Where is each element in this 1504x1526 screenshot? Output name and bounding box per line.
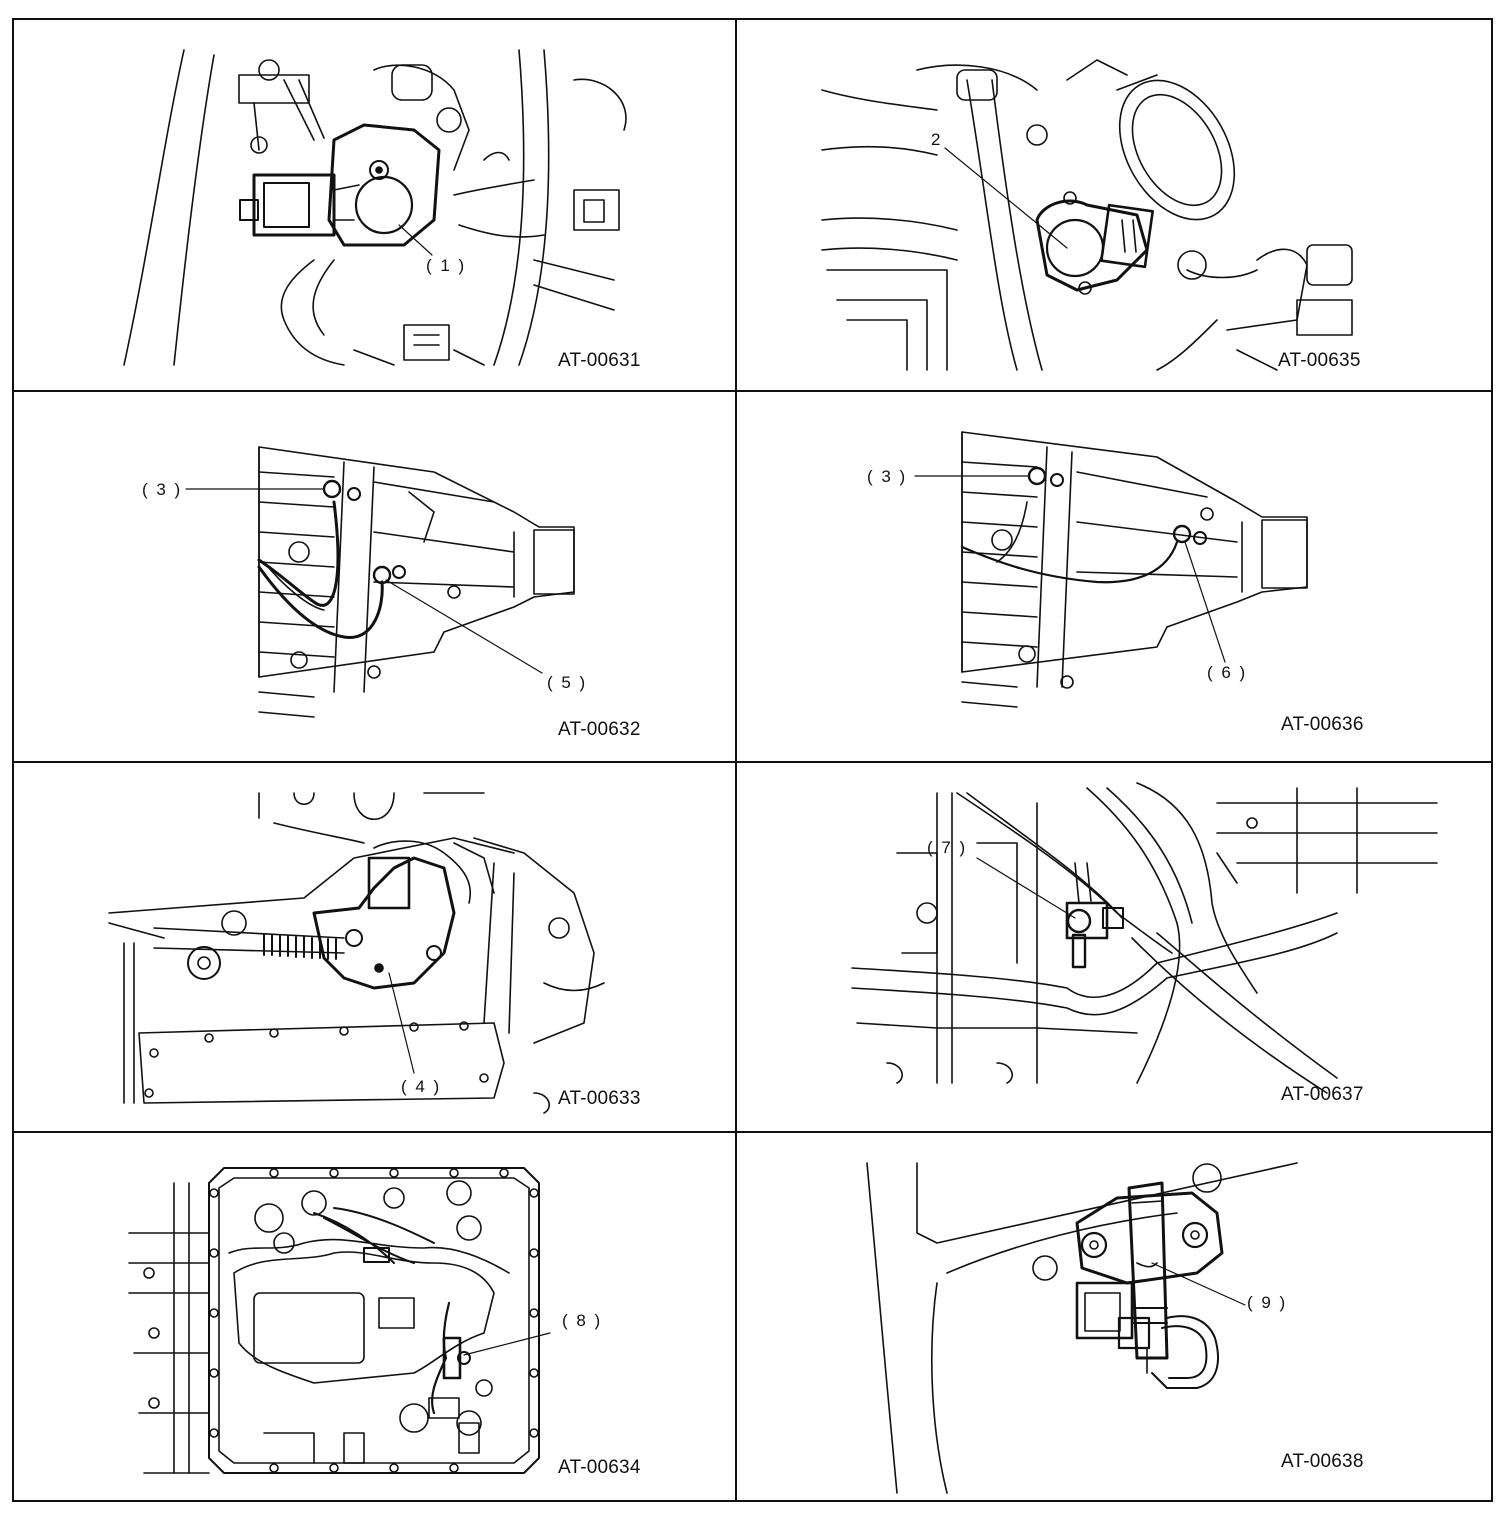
panel-at-00633: ( 4 ) AT-00633: [14, 763, 735, 1131]
frame-center-divider: [735, 18, 737, 1502]
frame-left: [12, 18, 14, 1502]
figure-code: AT-00635: [1278, 350, 1361, 371]
callout-6: ( 6 ): [1207, 663, 1248, 682]
panel-at-00634: ( 8 ) AT-00634: [14, 1133, 735, 1500]
callout-3: ( 3 ): [867, 467, 908, 486]
callout-2: 2: [931, 130, 943, 149]
figure-code: AT-00636: [1281, 714, 1364, 735]
frame-row-divider-3: [12, 1131, 1493, 1133]
frame-row-divider-2: [12, 761, 1493, 763]
throttle-sensor-illustration: [123, 49, 627, 366]
callout-9: ( 9 ): [1247, 1293, 1288, 1312]
inhibitor-switch-illustration: [108, 792, 605, 1114]
panel-at-00636: ( 3 ) ( 6 ) AT-00636: [737, 392, 1491, 761]
panel-at-00638: ( 9 ) AT-00638: [737, 1133, 1491, 1500]
panel-at-00637: ( 7 ) AT-00637: [737, 763, 1491, 1131]
callout-7: ( 7 ): [927, 838, 968, 857]
speed-sensor-illustration: [851, 782, 1438, 1094]
frame-right: [1491, 18, 1493, 1502]
callout-5: ( 5 ): [547, 673, 588, 692]
figure-code: AT-00633: [558, 1088, 641, 1109]
callout-1: ( 1 ): [426, 256, 467, 275]
transmission-sensor-illustration: [914, 431, 1308, 708]
panel-at-00635: 2 AT-00635: [737, 20, 1491, 390]
panel-at-00631: ( 1 ) AT-00631: [14, 20, 735, 390]
figure-code: AT-00634: [558, 1457, 641, 1478]
panel-at-00632: ( 3 ) ( 5 ) AT-00632: [14, 392, 735, 761]
callout-3: ( 3 ): [142, 480, 183, 499]
frame-row-divider-1: [12, 390, 1493, 392]
valve-body-illustration: [128, 1167, 551, 1474]
frame-top: [12, 18, 1493, 20]
figure-code: AT-00637: [1281, 1084, 1364, 1105]
callout-4: ( 4 ): [401, 1077, 442, 1096]
atf-temp-sensor-illustration: [866, 1162, 1298, 1494]
figure-code: AT-00638: [1281, 1451, 1364, 1472]
callout-8: ( 8 ): [562, 1311, 603, 1330]
figure-code: AT-00631: [558, 350, 641, 371]
transmission-sensor-illustration: [185, 446, 575, 718]
throttle-sensor-illustration: [821, 59, 1353, 371]
frame-bottom: [12, 1500, 1493, 1502]
figure-code: AT-00632: [558, 719, 641, 740]
